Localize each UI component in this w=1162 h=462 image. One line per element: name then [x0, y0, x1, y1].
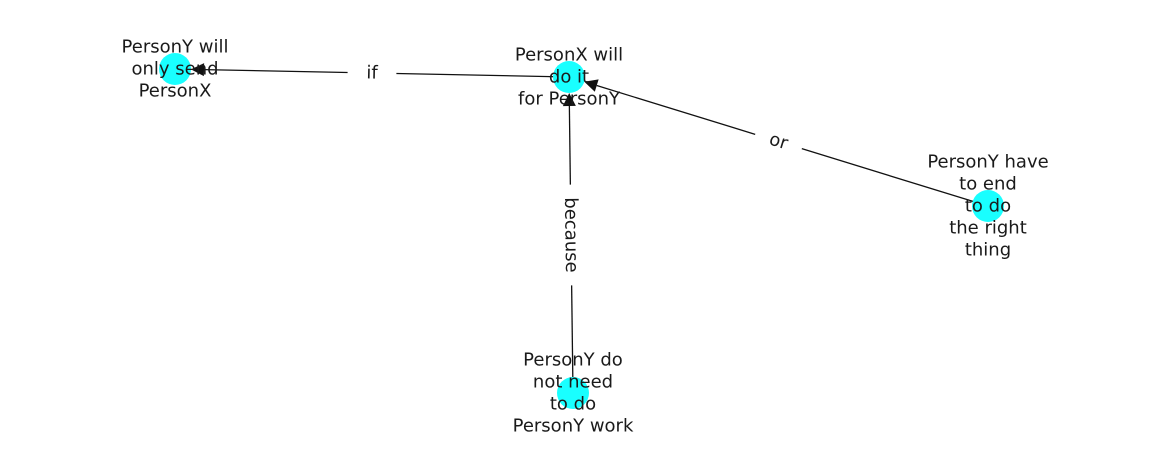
node-label-line: for PersonY: [518, 89, 621, 110]
node-label-line: the right: [949, 218, 1027, 239]
node-label-line: to do: [965, 196, 1011, 217]
edge-line-segment: [396, 72, 570, 78]
node-circle-n3: [972, 190, 1004, 222]
edge-n4-n2: [562, 92, 576, 394]
node-label-line: to do: [550, 394, 596, 415]
arrowhead-icon: [562, 92, 576, 107]
edge-line-segment: [203, 68, 348, 74]
node-label-line: PersonY work: [513, 416, 634, 437]
node-label-line: not need: [533, 372, 613, 393]
arrowhead-icon: [190, 63, 205, 77]
edge-label: or: [767, 129, 791, 155]
node-circle-n4: [557, 377, 589, 409]
node-label-line: PersonX will: [515, 45, 623, 66]
arrowhead-icon: [584, 79, 599, 92]
node-label-line: PersonY will: [122, 37, 229, 58]
edge-line-segment: [596, 84, 756, 135]
edge-line-segment: [801, 148, 989, 207]
nodes-layer: [159, 53, 1004, 409]
edge-n3-n2: [584, 79, 989, 207]
node-label-line: do it: [549, 67, 589, 88]
node-label-line: to end: [959, 174, 1017, 195]
node-label-line: thing: [965, 240, 1011, 261]
edge-n2-n1: [190, 63, 570, 78]
node-label-line: PersonY do: [523, 350, 623, 371]
edge-label: because: [560, 197, 582, 273]
node-label-line: only send: [131, 59, 218, 80]
edge-line-segment: [570, 285, 574, 394]
edges-layer: [190, 63, 989, 394]
node-circle-n1: [159, 53, 191, 85]
edge-line-segment: [568, 105, 572, 185]
node-label-line: PersonY have: [927, 152, 1048, 173]
edge-label: if: [366, 62, 378, 83]
node-label-line: PersonX: [139, 81, 212, 102]
node-circle-n2: [553, 61, 585, 93]
